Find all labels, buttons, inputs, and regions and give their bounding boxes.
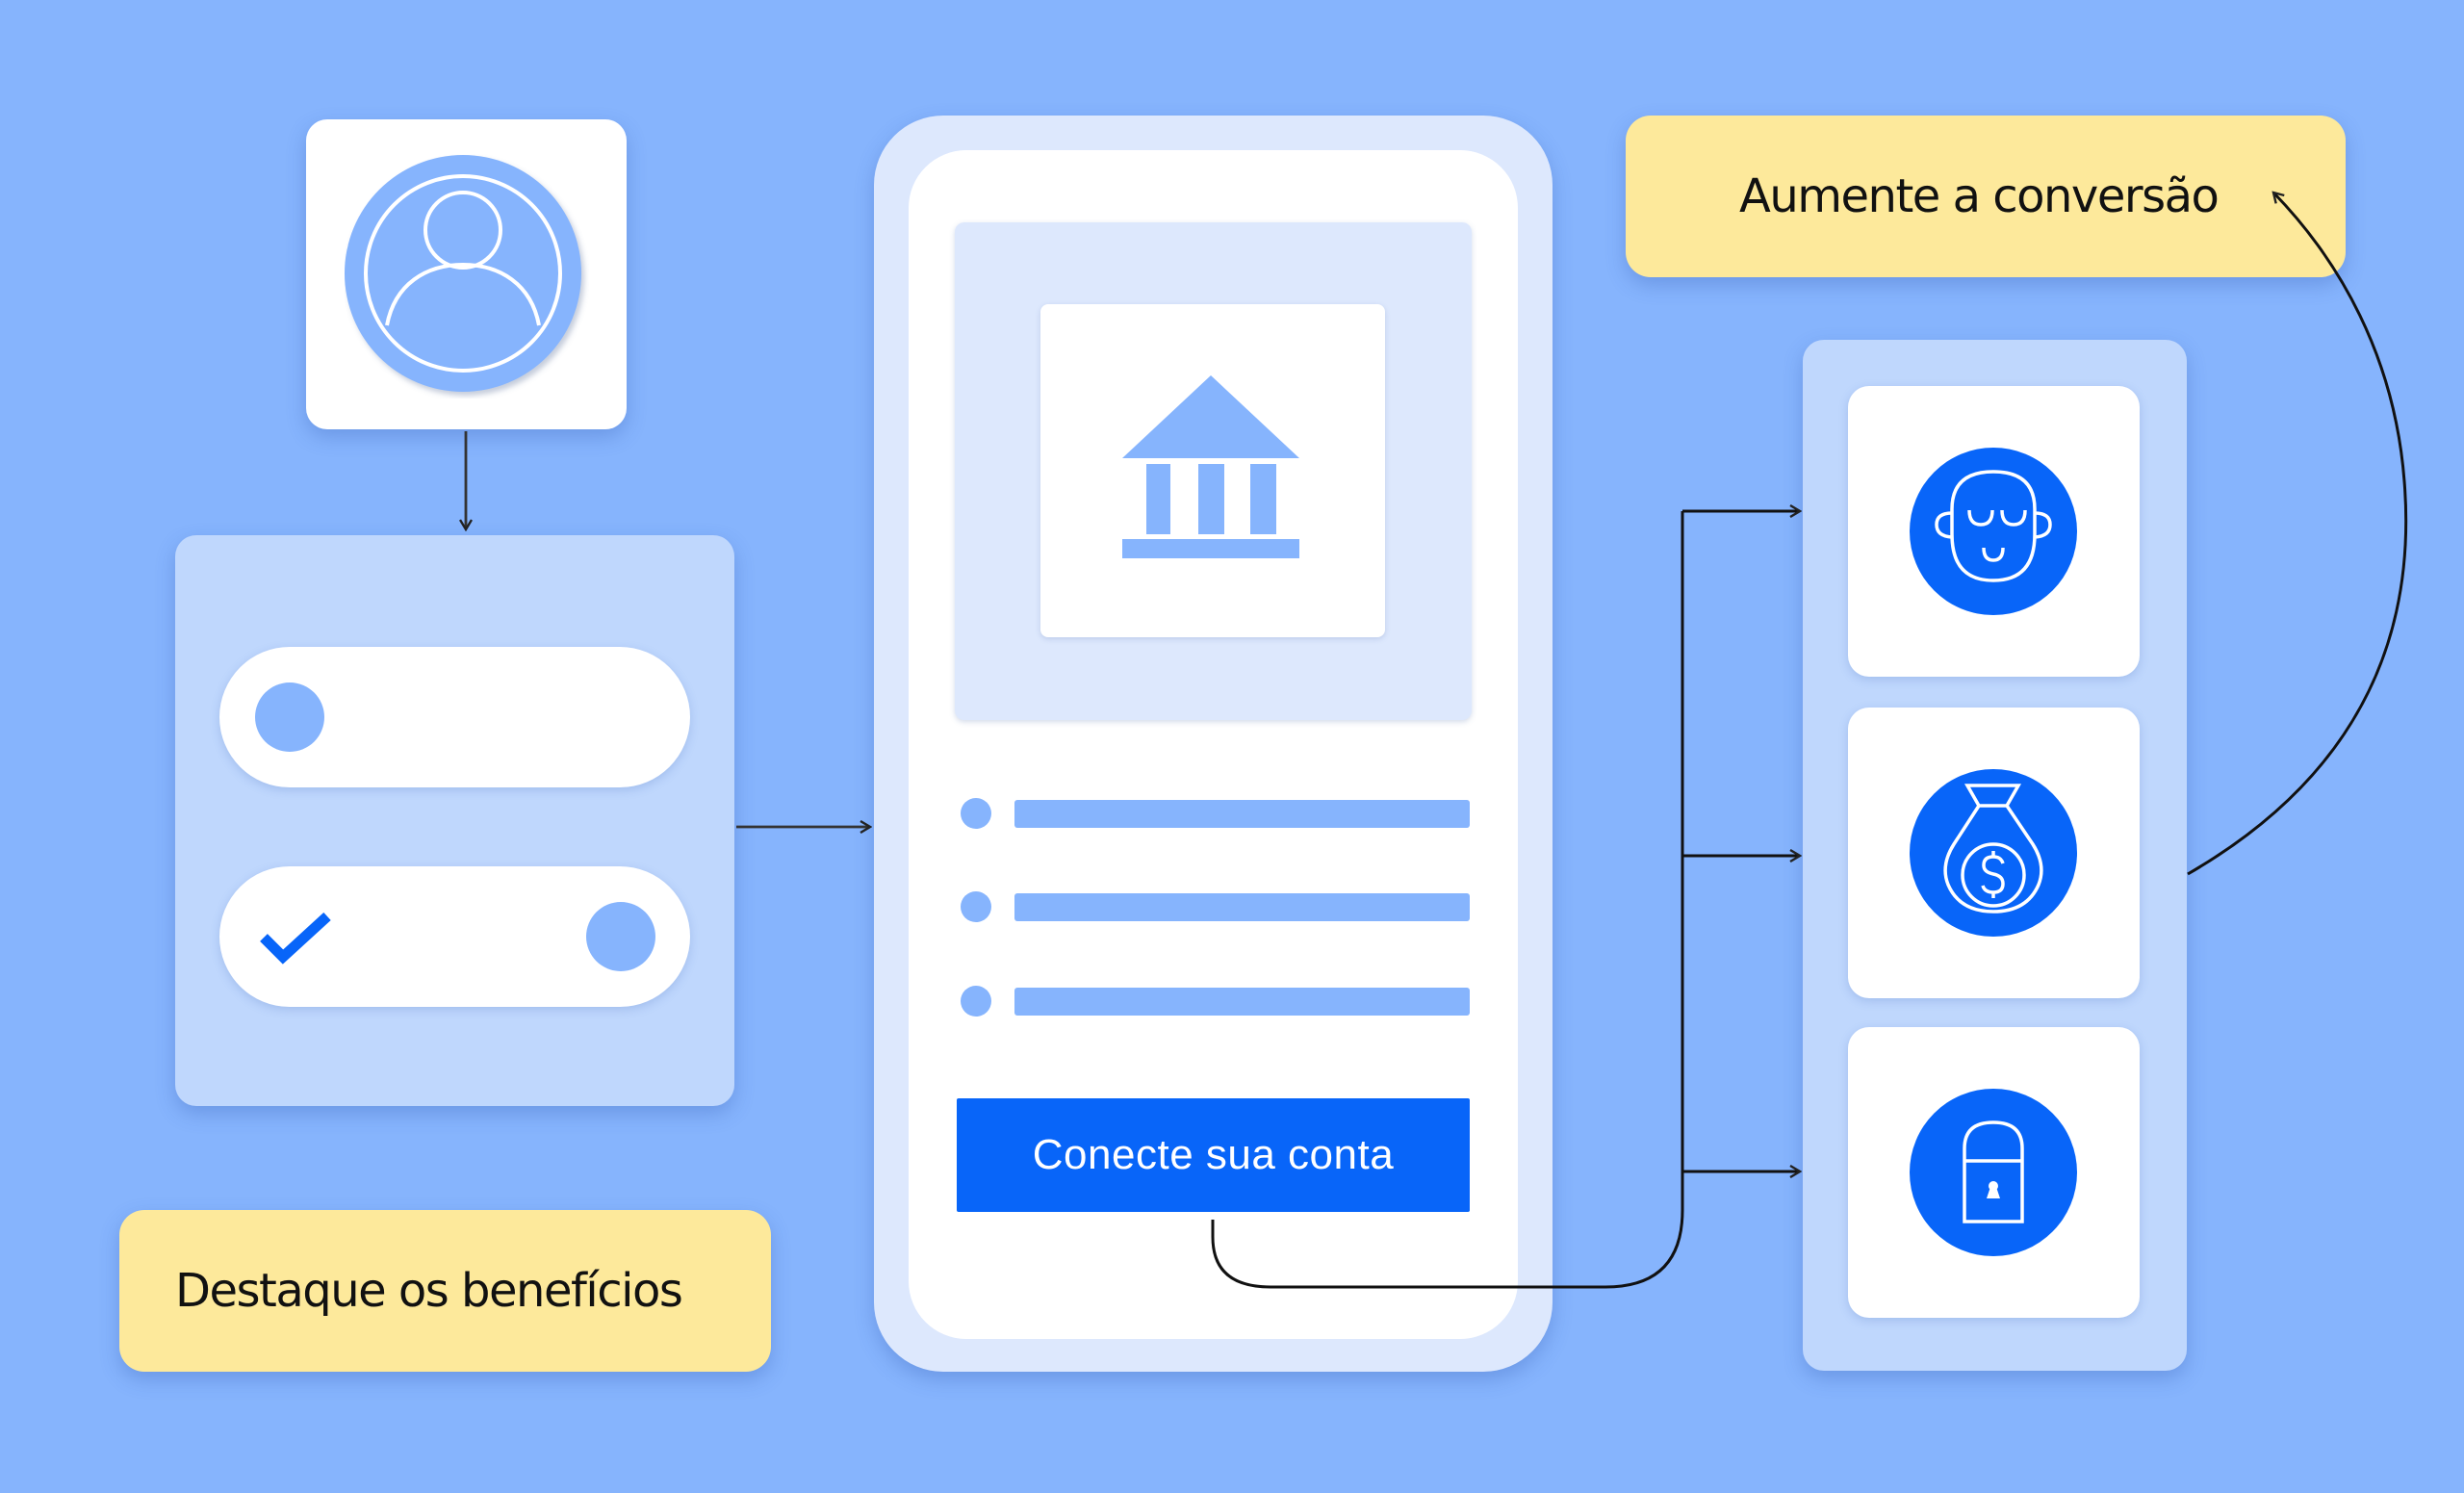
benefit-icon-circle bbox=[1910, 448, 2077, 615]
benefits-toggle-panel bbox=[175, 535, 734, 1106]
list-item-placeholder bbox=[1014, 893, 1470, 921]
benefit-card-ease bbox=[1848, 386, 2140, 677]
benefit-card-savings bbox=[1848, 708, 2140, 998]
calm-face-icon bbox=[1935, 470, 2052, 582]
list-item-placeholder bbox=[1014, 800, 1470, 828]
list-bullet bbox=[961, 891, 991, 922]
toggle-on[interactable] bbox=[219, 866, 690, 1007]
note-highlight-benefits: Destaque os benefícios bbox=[119, 1210, 771, 1372]
money-bag-icon bbox=[1943, 784, 2043, 914]
toggle-knob bbox=[586, 902, 655, 971]
arrow-benefits-to-conversion bbox=[2187, 193, 2408, 876]
benefit-icon-circle bbox=[1910, 1089, 2077, 1256]
bank-icon bbox=[1122, 375, 1299, 558]
list-item-placeholder bbox=[1014, 988, 1470, 1016]
benefit-card-security bbox=[1848, 1027, 2140, 1318]
list-bullet bbox=[961, 798, 991, 829]
user-profile-icon bbox=[345, 155, 581, 392]
bank-card bbox=[1040, 304, 1385, 637]
note-increase-conversion: Aumente a conversão bbox=[1626, 116, 2346, 277]
note-label: Aumente a conversão bbox=[1739, 169, 2220, 223]
note-label: Destaque os benefícios bbox=[175, 1264, 683, 1318]
padlock-icon bbox=[1963, 1120, 2024, 1223]
connect-account-button[interactable]: Conecte sua conta bbox=[957, 1098, 1470, 1212]
checkmark-icon bbox=[260, 913, 331, 965]
benefit-icon-circle bbox=[1910, 769, 2077, 937]
toggle-off[interactable] bbox=[219, 647, 690, 787]
toggle-knob bbox=[255, 682, 324, 752]
profile-card bbox=[306, 119, 627, 429]
list-bullet bbox=[961, 986, 991, 1017]
